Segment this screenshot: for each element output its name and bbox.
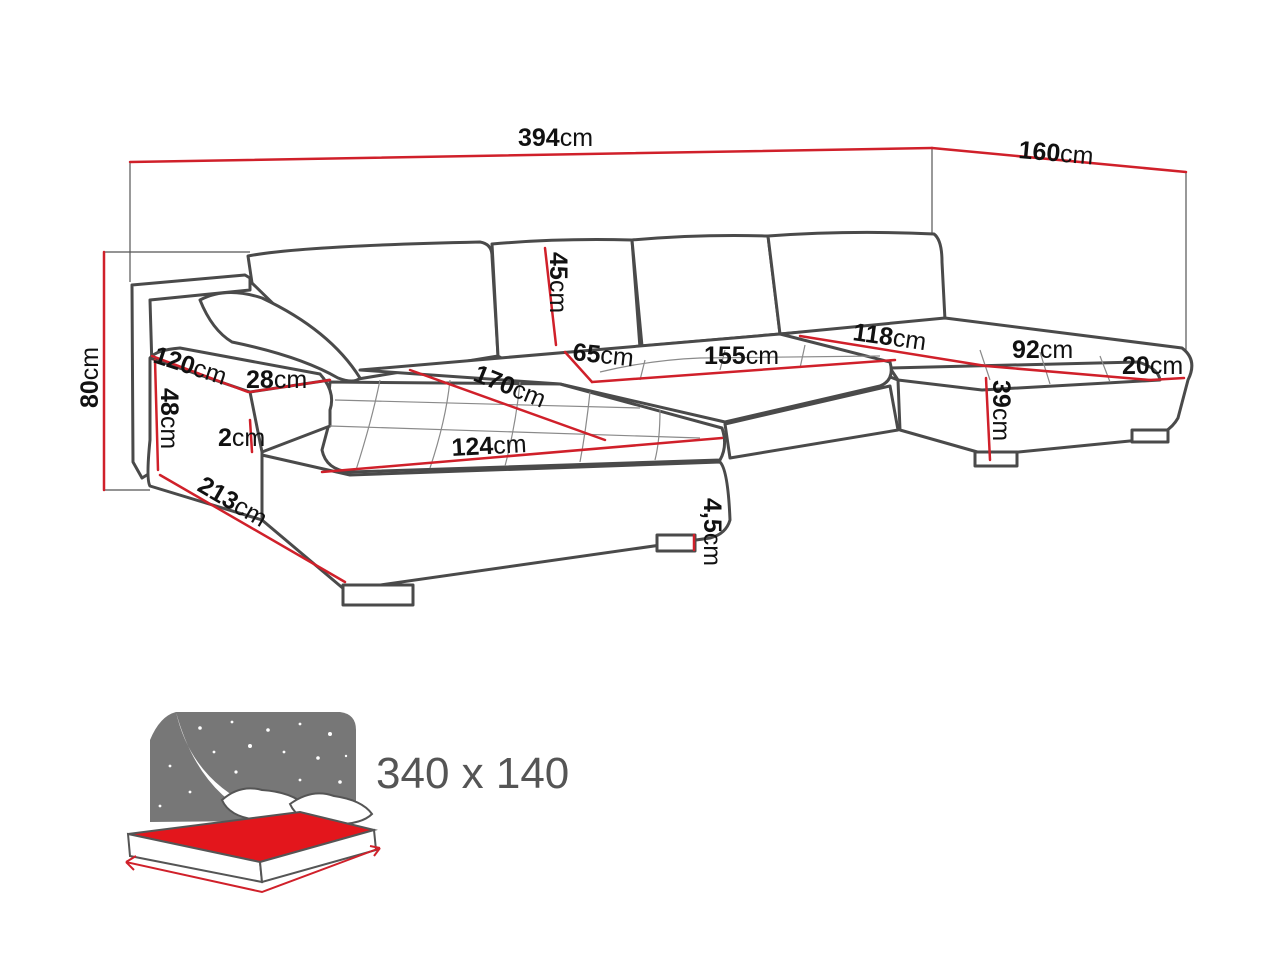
measure-seat-height [153, 358, 160, 472]
guide-lines [104, 148, 1187, 491]
middle-seat [358, 332, 893, 424]
sofa-outline [130, 230, 1194, 607]
measurement-lines [102, 146, 1188, 584]
leg-4 [1130, 428, 1170, 444]
label-total-width: 394cm [518, 124, 593, 152]
quilting [329, 344, 1111, 471]
measure-right-depth [930, 146, 1188, 174]
measure-right-height [984, 376, 992, 462]
leg-1 [341, 583, 415, 607]
label-height: 80cm [76, 347, 104, 408]
measure-right-seat-depth [798, 334, 988, 368]
measure-right-seat-width [984, 364, 1152, 382]
bed-size-label: 340 x 140 [376, 749, 569, 798]
measure-total-width [128, 146, 934, 164]
label-leg-height: 4,5cm [698, 498, 726, 566]
left-armrest [130, 273, 252, 480]
sleeping-function-icon [125, 712, 381, 894]
leg-2 [655, 533, 697, 553]
measure-seat-depth-left [408, 368, 607, 442]
label-seat-depth-mid: 65cm [571, 338, 635, 372]
label-back-cushion: 45cm [544, 252, 572, 313]
leg-3 [973, 450, 1019, 468]
label-right-depth: 160cm [1017, 136, 1094, 170]
label-right-seat-width: 92cm [1012, 336, 1073, 364]
measure-right-arm [1148, 376, 1186, 382]
measure-middle-width [590, 358, 897, 384]
label-right-seat-depth: 118cm [851, 318, 928, 356]
measure-seat-depth-mid [563, 350, 594, 384]
back-cushion-4 [766, 230, 947, 336]
bed-length-arrow [125, 847, 381, 894]
right-chaise-seat-edge [888, 360, 1162, 392]
middle-front [723, 384, 900, 460]
front-armrest [146, 346, 334, 522]
label-right-arm: 20cm [1122, 352, 1183, 380]
measure-left-depth [150, 354, 250, 394]
label-left-seat-width: 124cm [451, 430, 527, 462]
label-middle-width: 155cm [704, 342, 779, 370]
label-right-height: 39cm [987, 380, 1015, 441]
measure-arm-thickness [248, 418, 254, 454]
label-armrest-width: 28cm [246, 366, 307, 394]
dimension-labels: 394cm 160cm 80cm 45cm 120cm 28cm 170cm 6… [76, 124, 1183, 566]
left-chaise-base [260, 453, 732, 592]
measure-armrest [248, 378, 332, 394]
back-cushion-3 [630, 234, 782, 348]
label-arm-thickness: 2cm [218, 424, 265, 452]
measure-left-seat-width [320, 436, 724, 474]
measure-back-cushion [543, 246, 558, 347]
measure-left-length [158, 473, 347, 584]
label-seat-height: 48cm [155, 388, 183, 449]
night-sky-panel [150, 712, 356, 822]
